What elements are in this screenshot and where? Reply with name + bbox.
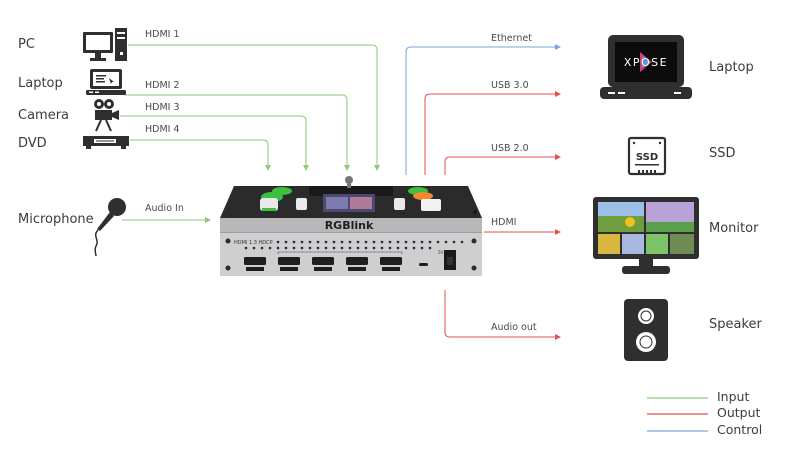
xpose-logo-text: XPOSE: [624, 56, 668, 69]
wire-hdmi-1: [128, 44, 380, 171]
microphone-icon: [94, 198, 126, 257]
wire-hdmi-2: [124, 94, 350, 171]
device-brand-logo: RGBlink: [325, 219, 374, 232]
wire-usb-3: [424, 91, 561, 175]
legend-label-output: Output: [717, 405, 761, 420]
link-label-hdmi-3: HDMI 3: [145, 102, 180, 113]
wire-audio-out: [444, 290, 561, 340]
dvd-player-icon: [83, 136, 129, 149]
dest-label-monitor: Monitor: [709, 221, 759, 236]
dest-label-speaker: Speaker: [709, 317, 762, 332]
legend-label-input: Input: [717, 389, 750, 404]
link-label-ethernet: Ethernet: [491, 33, 532, 44]
monitor-icon: [593, 197, 699, 274]
link-label-hdmi-1: HDMI 1: [145, 29, 180, 40]
wire-hdmi-4: [130, 139, 271, 171]
ssd-label: SSD: [636, 152, 658, 163]
link-label-hdmi-4: HDMI 4: [145, 124, 180, 135]
hdmi-ports: [244, 257, 402, 271]
source-label-microphone: Microphone: [18, 212, 94, 227]
laptop-icon: [86, 69, 126, 95]
wire-hdmi-3: [120, 115, 309, 171]
link-label-usb-3: USB 3.0: [491, 80, 529, 91]
desktop-pc-icon: [83, 28, 127, 61]
legend-label-control: Control: [717, 422, 763, 437]
laptop-xpose-icon: XPOSE: [600, 35, 692, 99]
link-label-audio-in: Audio In: [145, 203, 184, 214]
dest-label-ssd: SSD: [709, 146, 736, 161]
source-label-laptop: Laptop: [18, 76, 63, 91]
movie-camera-icon: [94, 99, 119, 132]
ssd-icon: SSD: [627, 136, 667, 176]
link-label-usb-2: USB 2.0: [491, 143, 529, 154]
source-label-pc: PC: [18, 37, 35, 52]
wire-usb-2: [444, 154, 561, 175]
link-label-hdmi-out: HDMI: [491, 217, 517, 228]
vent-holes: [244, 240, 464, 250]
dest-label-laptop: Laptop: [709, 60, 754, 75]
rgblink-switcher-device: RGBlink HDMI 1.3 HDCP 5V 2A: [220, 176, 482, 276]
source-label-dvd: DVD: [18, 136, 47, 151]
wire-ethernet: [405, 44, 561, 175]
speaker-icon: [624, 299, 668, 361]
source-label-camera: Camera: [18, 108, 70, 123]
link-label-audio-out: Audio out: [491, 322, 537, 333]
device-panel-text: HDMI 1.3 HDCP: [234, 240, 273, 246]
link-label-hdmi-2: HDMI 2: [145, 80, 180, 91]
